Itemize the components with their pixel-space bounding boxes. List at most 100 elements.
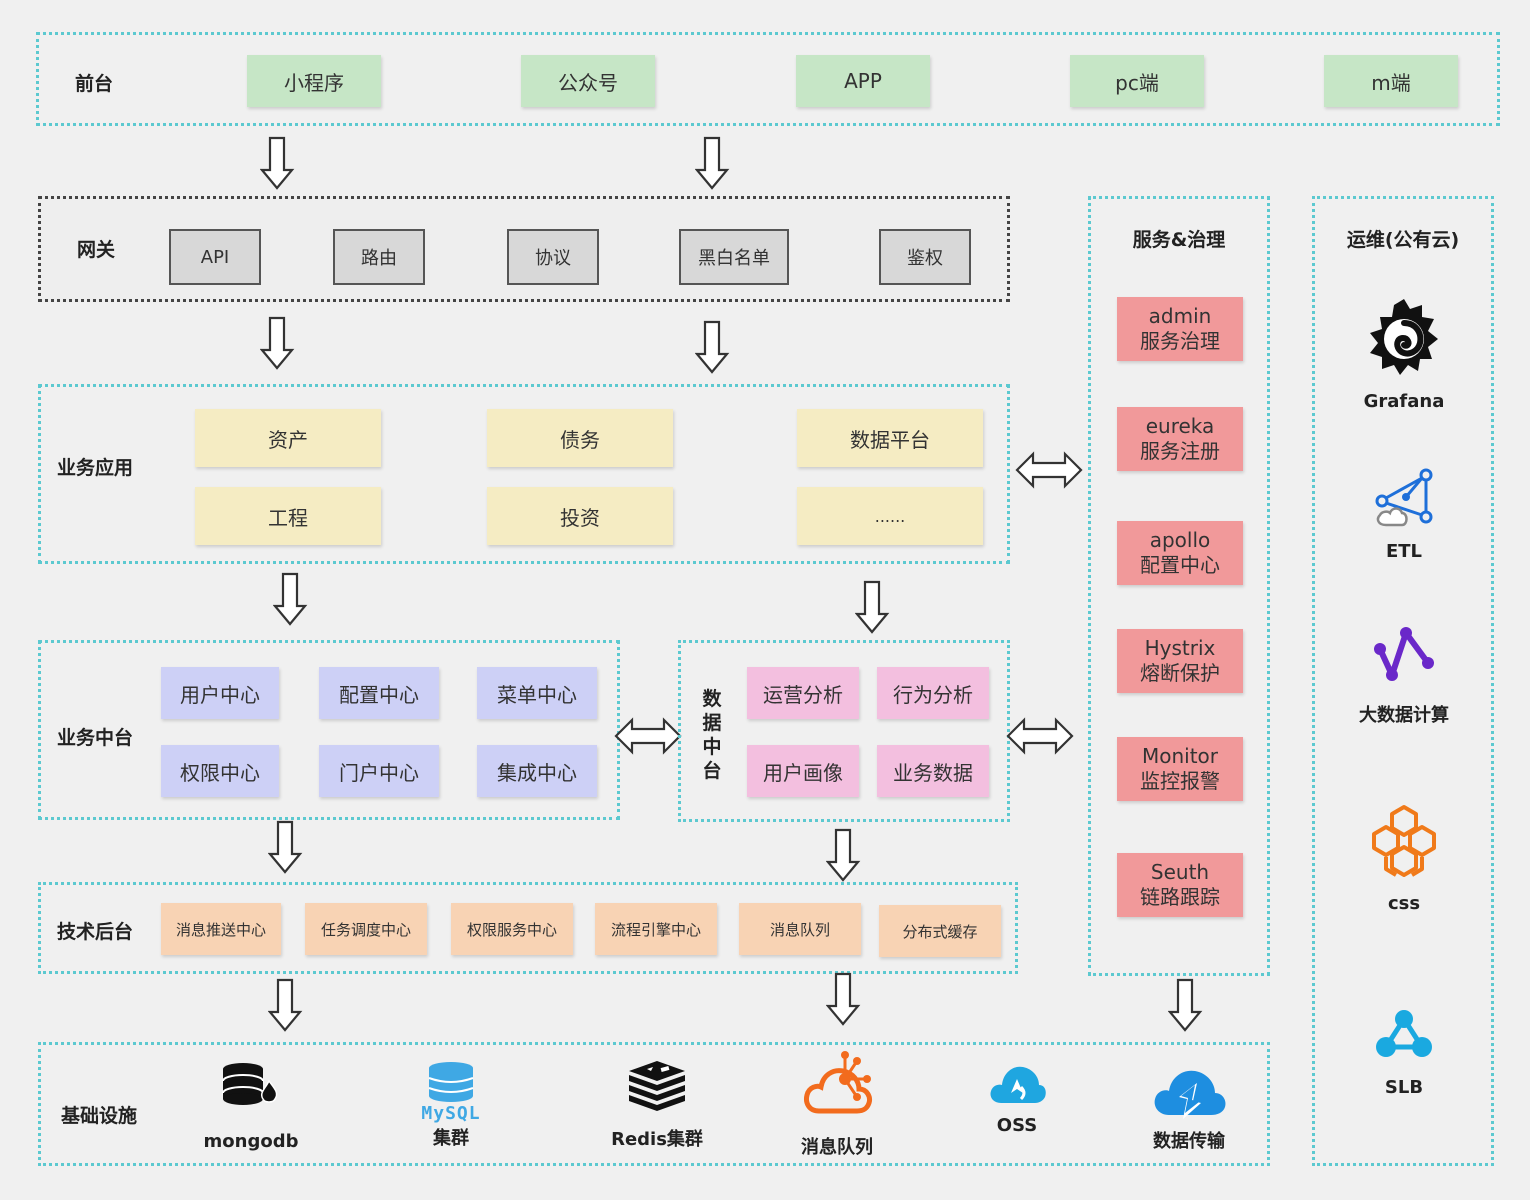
infra-label-oss: OSS	[996, 1115, 1038, 1136]
frontend-panel: 前台 小程序 公众号 APP pc端 m端	[36, 32, 1500, 126]
data-item-business-data: 业务数据	[877, 745, 989, 797]
mysql-icon	[428, 1062, 474, 1102]
down-arrow	[268, 978, 302, 1032]
frontend-item-pc: pc端	[1070, 55, 1204, 107]
etl-icon	[1375, 468, 1433, 527]
infra-label-redis: Redis集群	[611, 1129, 703, 1150]
oss-icon	[990, 1066, 1046, 1103]
down-arrow	[695, 136, 729, 190]
mid-item-menu-center: 菜单中心	[477, 667, 597, 719]
tech-item-workflow: 流程引擎中心	[595, 903, 717, 955]
biz-item-data-platform: 数据平台	[797, 409, 983, 467]
tech-backend-panel: 技术后台 消息推送中心 任务调度中心 权限服务中心 流程引擎中心 消息队列 分布…	[38, 882, 1018, 974]
cloud-mq-icon	[804, 1051, 872, 1114]
data-mid-label: 数 据 中 台	[702, 688, 722, 782]
down-arrow	[826, 828, 860, 882]
tech-item-push: 消息推送中心	[161, 903, 281, 955]
gov-item-seuth: Seuth 链路跟踪	[1117, 853, 1243, 917]
bidirectional-arrow	[614, 718, 682, 754]
ops-label: 运维(公有云)	[1346, 229, 1460, 251]
mongodb-icon	[222, 1063, 278, 1105]
gov-item-eureka: eureka 服务注册	[1117, 407, 1243, 471]
biz-item-assets: 资产	[195, 409, 381, 467]
frontend-item-official-account: 公众号	[521, 55, 655, 107]
bidirectional-arrow	[1006, 718, 1074, 754]
ops-item-css: css	[1343, 803, 1465, 914]
infra-item-mongodb: mongodb	[191, 1061, 311, 1152]
grafana-icon	[1370, 299, 1438, 375]
service-gov-label: 服务&治理	[1132, 229, 1226, 251]
business-app-panel: 业务应用 资产 债务 数据平台 工程 投资 ......	[38, 384, 1010, 564]
data-item-behavior-analysis: 行为分析	[877, 667, 989, 719]
ops-label-grafana: Grafana	[1363, 391, 1445, 412]
bigdata-icon	[1374, 627, 1434, 681]
data-item-user-profile: 用户画像	[747, 745, 859, 797]
data-mid-panel: 数 据 中 台 运营分析 行为分析 用户画像 业务数据	[678, 640, 1010, 822]
gov-item-admin: admin 服务治理	[1117, 297, 1243, 361]
biz-item-debt: 债务	[487, 409, 673, 467]
frontend-label: 前台	[75, 73, 114, 95]
gateway-item-blacklist: 黑白名单	[679, 229, 789, 285]
mid-item-portal-center: 门户中心	[319, 745, 439, 797]
ops-item-etl: ETL	[1343, 467, 1465, 562]
biz-item-investment: 投资	[487, 487, 673, 545]
tech-item-mq: 消息队列	[739, 903, 861, 955]
gov-item-hystrix: Hystrix 熔断保护	[1117, 629, 1243, 693]
business-mid-label: 业务中台	[57, 727, 134, 749]
service-gov-panel: 服务&治理 admin 服务治理 eureka 服务注册 apollo 配置中心…	[1088, 196, 1270, 976]
frontend-item-miniprogram: 小程序	[247, 55, 381, 107]
data-transfer-icon	[1154, 1070, 1226, 1119]
tech-backend-label: 技术后台	[57, 921, 134, 943]
redis-icon	[629, 1061, 685, 1111]
down-arrow	[826, 972, 860, 1026]
gateway-item-auth: 鉴权	[879, 229, 971, 285]
down-arrow	[695, 320, 729, 374]
mysql-logo-text: MySQL	[421, 1103, 481, 1124]
biz-item-more: ......	[797, 487, 983, 545]
infra-label: 基础设施	[61, 1105, 138, 1127]
ops-panel: 运维(公有云) Grafana ETL	[1312, 196, 1494, 1166]
infra-label-mysql: 集群	[433, 1128, 469, 1149]
frontend-item-m: m端	[1324, 55, 1458, 107]
ops-item-bigdata: 大数据计算	[1343, 623, 1465, 727]
data-item-ops-analysis: 运营分析	[747, 667, 859, 719]
gov-item-apollo: apollo 配置中心	[1117, 521, 1243, 585]
tech-item-scheduler: 任务调度中心	[305, 903, 427, 955]
gateway-panel: 网关 API 路由 协议 黑白名单 鉴权	[38, 196, 1010, 302]
down-arrow	[855, 580, 889, 634]
infra-item-mq: 消息队列	[777, 1049, 897, 1159]
ops-label-slb: SLB	[1384, 1077, 1424, 1098]
ops-item-grafana: Grafana	[1343, 293, 1465, 412]
gateway-item-protocol: 协议	[507, 229, 599, 285]
infra-item-redis: Redis集群	[597, 1057, 717, 1151]
tech-item-permission-service: 权限服务中心	[451, 903, 573, 955]
down-arrow	[268, 820, 302, 874]
mid-item-permission-center: 权限中心	[161, 745, 279, 797]
gateway-label: 网关	[77, 239, 116, 261]
down-arrow	[260, 136, 294, 190]
bidirectional-arrow	[1015, 452, 1083, 488]
infra-item-transfer: 数据传输	[1129, 1063, 1249, 1153]
tech-item-cache: 分布式缓存	[879, 905, 1001, 957]
ops-item-slb: SLB	[1343, 1007, 1465, 1098]
slb-icon	[1376, 1010, 1432, 1057]
infra-label-transfer: 数据传输	[1153, 1131, 1225, 1152]
infra-panel: 基础设施 mongodb MySQL 集群	[38, 1042, 1270, 1166]
infra-item-mysql: MySQL 集群	[391, 1061, 511, 1150]
down-arrow	[273, 572, 307, 626]
gateway-item-routing: 路由	[333, 229, 425, 285]
infra-label-mq: 消息队列	[801, 1137, 873, 1158]
down-arrow	[260, 316, 294, 370]
mid-item-integration-center: 集成中心	[477, 745, 597, 797]
css-icon	[1372, 805, 1436, 877]
ops-label-bigdata: 大数据计算	[1359, 705, 1449, 726]
infra-label-mongodb: mongodb	[203, 1131, 299, 1152]
gov-item-monitor: Monitor 监控报警	[1117, 737, 1243, 801]
ops-label-css: css	[1387, 893, 1421, 914]
mid-item-user-center: 用户中心	[161, 667, 279, 719]
infra-item-oss: OSS	[957, 1057, 1077, 1136]
business-mid-panel: 业务中台 用户中心 配置中心 菜单中心 权限中心 门户中心 集成中心	[38, 640, 620, 820]
frontend-item-app: APP	[796, 55, 930, 107]
biz-item-engineering: 工程	[195, 487, 381, 545]
mid-item-config-center: 配置中心	[319, 667, 439, 719]
